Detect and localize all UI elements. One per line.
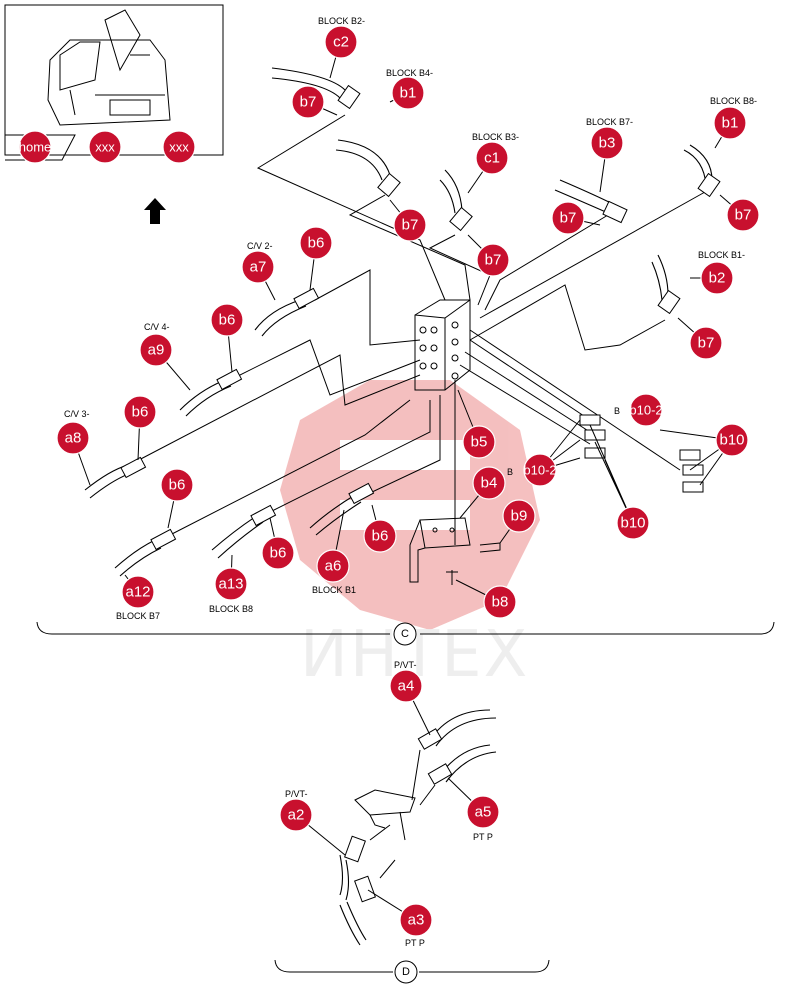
callout-b10[interactable]: b10 xyxy=(715,423,749,457)
callout-b2[interactable]: b2 xyxy=(700,261,734,295)
label-b-right: B xyxy=(614,406,620,416)
valve-ports xyxy=(419,321,459,380)
label-block-b8: BLOCK B8- xyxy=(710,96,757,106)
callout-b7[interactable]: b7 xyxy=(476,243,510,277)
watermark: ИНТЕХ xyxy=(280,380,540,692)
callout-b6[interactable]: b6 xyxy=(123,395,157,429)
nav-xxx-button-2[interactable]: xxx xyxy=(162,130,196,164)
label-pvt-a4: P/VT- xyxy=(394,660,417,670)
section-d-marker[interactable]: D xyxy=(394,960,418,984)
callout-c1[interactable]: c1 xyxy=(475,141,509,175)
excavator-thumbnail-image xyxy=(47,9,171,126)
callout-b7[interactable]: b7 xyxy=(726,198,760,232)
section-d-brace xyxy=(274,959,550,973)
callout-b10[interactable]: b10 xyxy=(616,506,650,540)
callout-b7[interactable]: b7 xyxy=(551,201,585,235)
callout-b8[interactable]: b8 xyxy=(483,585,517,619)
label-block-b3: BLOCK B3- xyxy=(472,132,519,142)
valve-block xyxy=(414,299,471,391)
callout-b7[interactable]: b7 xyxy=(689,326,723,360)
label-block-b2: BLOCK B2- xyxy=(318,16,365,26)
callout-a5[interactable]: a5 xyxy=(466,795,500,829)
callout-b7[interactable]: b7 xyxy=(393,208,427,242)
callout-b10-2-right[interactable]: b10-2 xyxy=(629,393,663,427)
label-pt-p-a5: PT P xyxy=(473,832,493,842)
label-block-b1-bottom: BLOCK B1 xyxy=(312,585,356,595)
callout-b6[interactable]: b6 xyxy=(160,468,194,502)
section-d-assembly xyxy=(339,709,497,946)
callouts: c2 b7 b1 c1 b3 b1 b2 b7 b7 b7 b7 b7 b6 a… xyxy=(56,25,760,937)
callout-b1[interactable]: b1 xyxy=(391,76,425,110)
label-block-b1: BLOCK B1- xyxy=(698,250,745,260)
nav-xxx-button-1[interactable]: xxx xyxy=(88,130,122,164)
callout-a8[interactable]: a8 xyxy=(56,421,90,455)
callout-b4[interactable]: b4 xyxy=(472,466,506,500)
section-d-letter: D xyxy=(402,966,410,978)
callout-b1[interactable]: b1 xyxy=(713,106,747,140)
callout-b7[interactable]: b7 xyxy=(291,85,325,119)
section-c-marker[interactable]: C xyxy=(393,622,417,646)
section-c-brace xyxy=(36,621,775,635)
label-block-b8-bottom: BLOCK B8 xyxy=(209,604,253,614)
label-cv4: C/V 4- xyxy=(144,322,170,332)
label-pvt-a2: P/VT- xyxy=(285,789,308,799)
fittings xyxy=(120,84,721,551)
label-cv2: C/V 2- xyxy=(247,241,273,251)
callout-a12[interactable]: a12 xyxy=(121,575,155,609)
callout-b6[interactable]: b6 xyxy=(299,226,333,260)
callout-a7[interactable]: a7 xyxy=(241,250,275,284)
home-button[interactable]: home xyxy=(18,130,52,164)
label-cv3: C/V 3- xyxy=(64,409,90,419)
nav-thumbnail[interactable] xyxy=(4,4,224,161)
callout-b6[interactable]: b6 xyxy=(210,303,244,337)
section-c-letter: C xyxy=(401,628,409,640)
callout-a3[interactable]: a3 xyxy=(399,903,433,937)
callout-a9[interactable]: a9 xyxy=(139,333,173,367)
callout-a4[interactable]: a4 xyxy=(389,669,423,703)
callout-b6[interactable]: b6 xyxy=(261,536,295,570)
part-labels: BLOCK B2- BLOCK B4- BLOCK B3- BLOCK B7- … xyxy=(64,16,757,948)
label-block-b4: BLOCK B4- xyxy=(386,68,433,78)
hose-routing-lines xyxy=(134,114,706,545)
label-pt-p-a3: PT P xyxy=(405,938,425,948)
label-b-left: B xyxy=(507,467,513,477)
callout-b9[interactable]: b9 xyxy=(502,499,536,533)
callout-b10-2-left[interactable]: b10-2 xyxy=(523,453,557,487)
callout-a2[interactable]: a2 xyxy=(279,798,313,832)
callout-b3[interactable]: b3 xyxy=(590,126,624,160)
mounting-bracket xyxy=(409,517,501,585)
callout-a13[interactable]: a13 xyxy=(214,567,248,601)
label-block-b7: BLOCK B7- xyxy=(586,117,633,127)
callout-a6[interactable]: a6 xyxy=(316,549,350,583)
label-block-b7-bottom: BLOCK B7 xyxy=(116,611,160,621)
callout-b5[interactable]: b5 xyxy=(462,425,496,459)
up-arrow-icon xyxy=(144,198,166,224)
callout-c2[interactable]: c2 xyxy=(324,25,358,59)
callout-b6[interactable]: b6 xyxy=(363,519,397,553)
